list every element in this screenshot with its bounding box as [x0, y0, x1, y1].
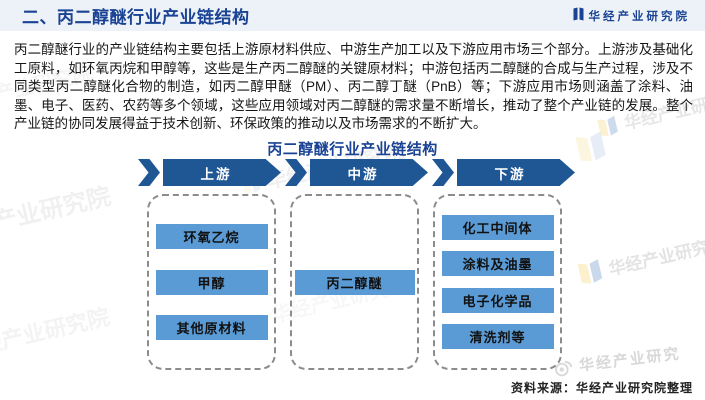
chain-node: 丙二醇醚 [294, 269, 415, 295]
chain-node: 涂料及油墨 [441, 251, 554, 277]
stage-arrow-row: 上游 中游 下游 [138, 159, 578, 186]
chain-node: 电子化学品 [441, 287, 554, 313]
stage-arrow-upstream: 上游 [138, 159, 281, 186]
chevron-right-icon [285, 159, 307, 186]
section-title: 二、丙二醇醚行业产业链结构 [22, 8, 250, 27]
stage-column-downstream: 化工中间体 涂料及油墨 电子化学品 清洗剂等 [433, 194, 562, 370]
stage-column-upstream: 环氧乙烷 甲醇 其他原材料 [147, 194, 276, 370]
chain-node: 环氧乙烷 [155, 223, 268, 249]
brand-name: 华经产业研究院 [588, 10, 690, 23]
stage-label-downstream: 下游 [457, 159, 575, 186]
chevron-right-icon [138, 159, 160, 186]
brand-logo: 华经产业研究院 [573, 7, 691, 24]
source-note: 资料来源：华经产业研究院整理 [510, 381, 693, 395]
book-logo-icon [574, 254, 606, 289]
watermark: 华经产业研究院 [0, 176, 114, 248]
book-logo-icon [573, 7, 584, 24]
watermark-text: 华经产业研究院 [0, 183, 114, 248]
chain-node: 化工中间体 [441, 214, 554, 240]
chain-node: 甲醇 [155, 269, 268, 295]
stage-arrow-downstream: 下游 [432, 159, 575, 186]
chain-node: 其他原材料 [155, 315, 268, 341]
watermark: 华经产业研究院 [0, 299, 112, 365]
stage-arrow-midstream: 中游 [285, 159, 428, 186]
chain-columns: 环氧乙烷 甲醇 其他原材料 丙二醇醚 化工中间体 涂料及油墨 电子化学品 清洗剂… [147, 194, 562, 370]
watermark: 华经产业研究 [574, 230, 705, 289]
watermark-text: 华经产业研究 [606, 237, 705, 279]
stage-label-midstream: 中游 [310, 159, 428, 186]
stage-label-upstream: 上游 [163, 159, 281, 186]
chain-node: 清洗剂等 [441, 324, 554, 350]
intro-paragraph: 丙二醇醚行业的产业链结构主要包括上游原材料供应、中游生产加工以及下游应用市场三个… [14, 42, 693, 132]
watermark-text: 华经产业研究 [578, 345, 682, 375]
page-header: 二、丙二醇醚行业产业链结构 华经产业研究院 [0, 0, 705, 31]
diagram-title: 丙二醇醚行业产业链结构 [267, 141, 438, 158]
stage-column-midstream: 丙二醇醚 [290, 194, 419, 370]
watermark-text: 华经产业研究院 [0, 304, 112, 364]
watermark: 华经产业研究 [552, 342, 682, 378]
chevron-right-icon [432, 159, 454, 186]
